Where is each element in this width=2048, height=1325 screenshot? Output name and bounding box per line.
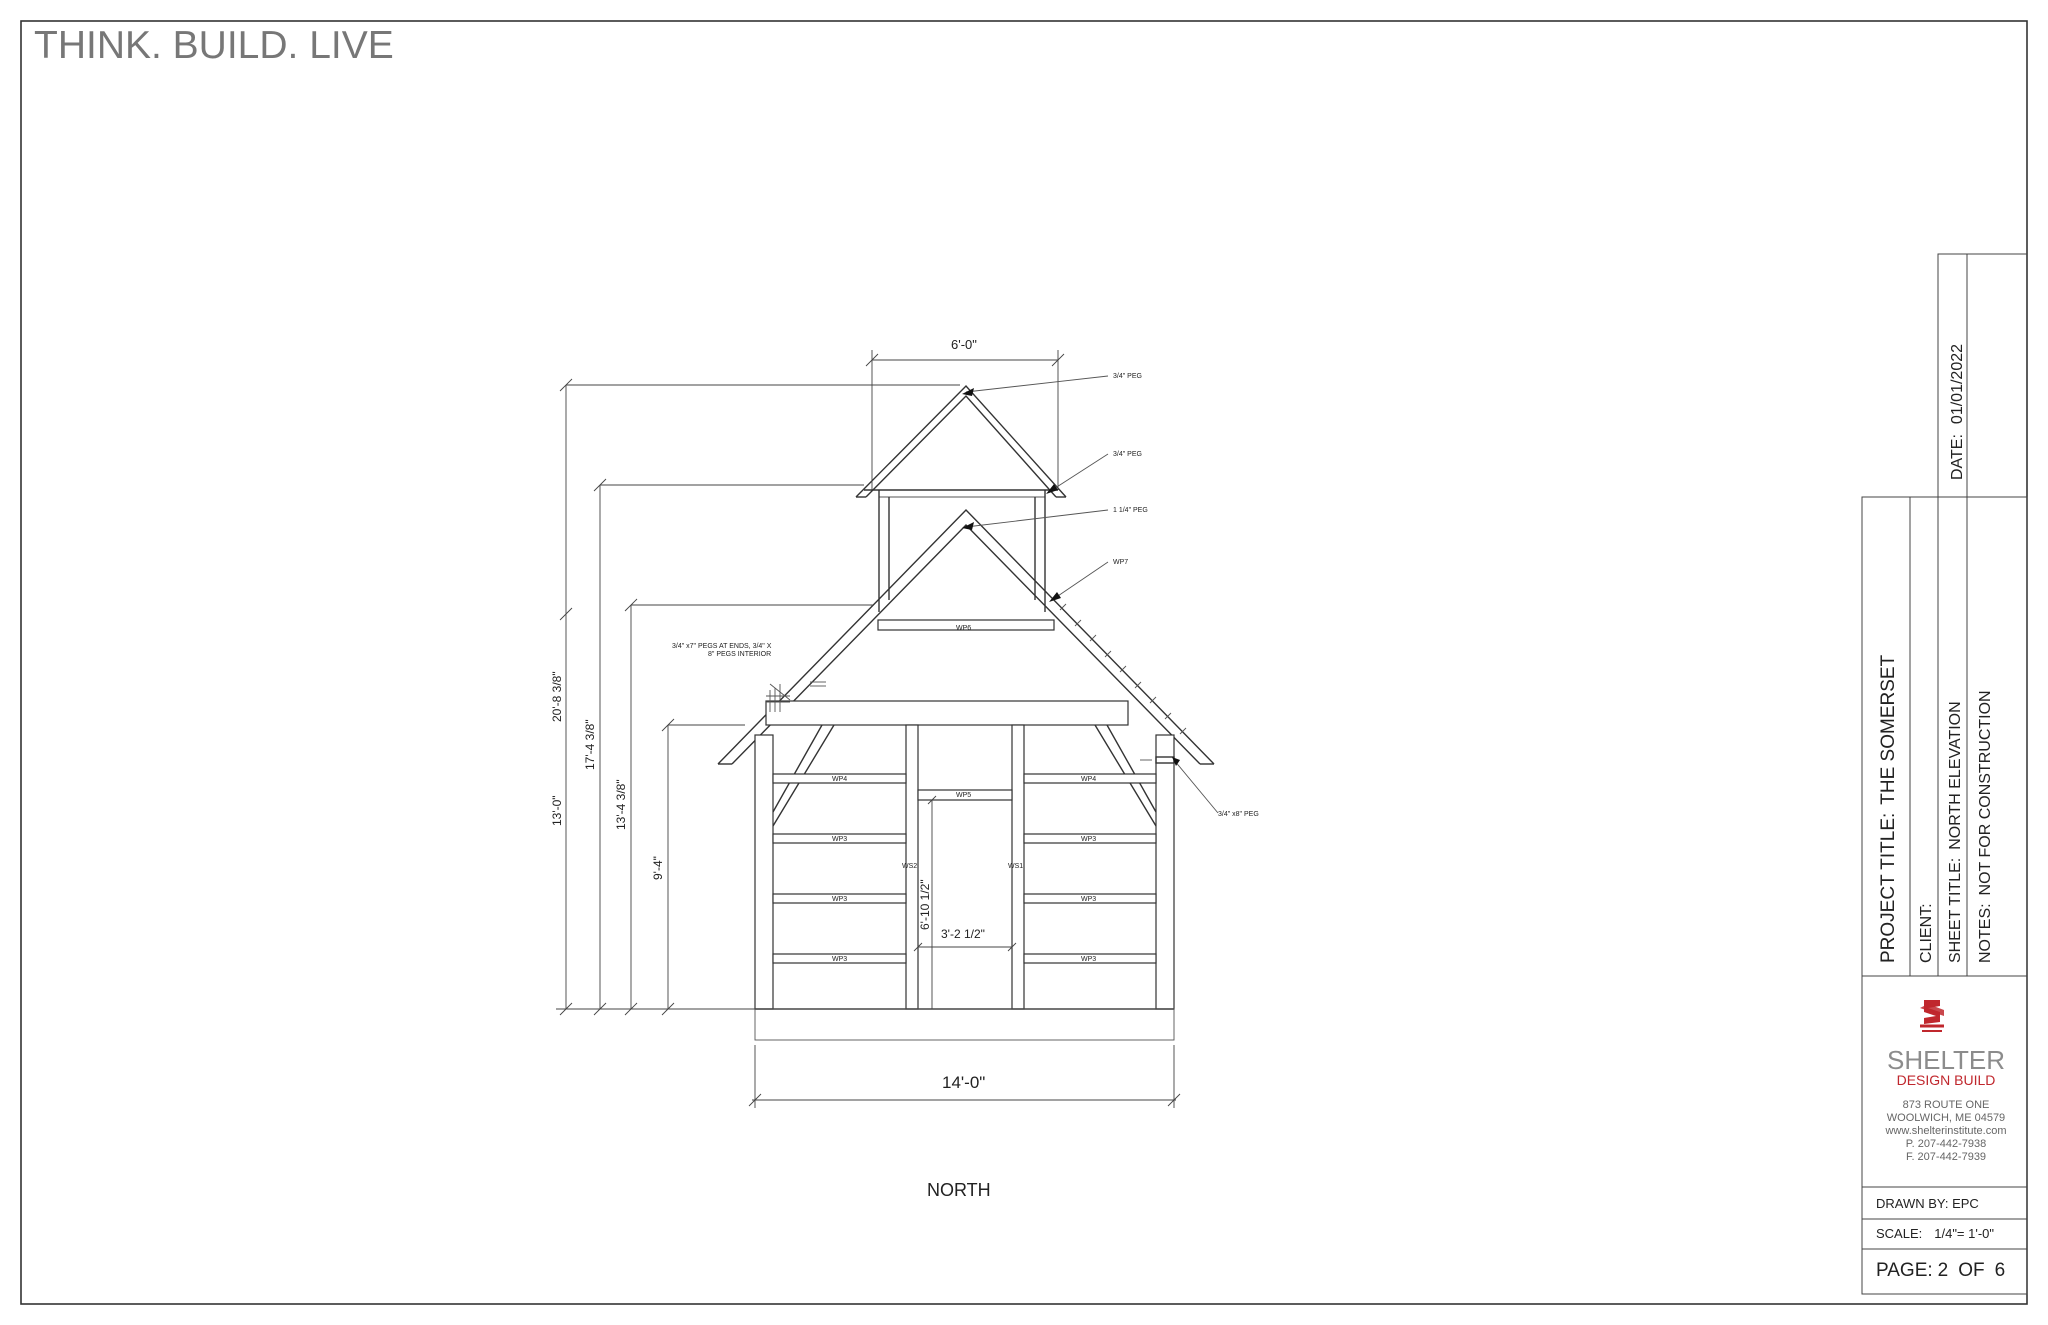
- dim-cupola-width: 6'-0": [951, 337, 977, 352]
- address-line-2: WOOLWICH, ME 04579: [1887, 1112, 2005, 1124]
- address-line-1: 873 ROUTE ONE: [1903, 1099, 1990, 1111]
- dim-height-9: 9'-4": [651, 856, 665, 880]
- sheet-title-field: SHEET TITLE:NORTH ELEVATION: [1947, 701, 1964, 963]
- scale-field: SCALE:1/4"= 1'-0": [1876, 1226, 1994, 1241]
- view-label: NORTH: [927, 1180, 991, 1200]
- phone: P. 207-442-7938: [1906, 1138, 1987, 1150]
- member-wp5: WP5: [956, 792, 971, 799]
- sheet-border: [20, 20, 2028, 1305]
- member-ws2: WS2: [902, 863, 917, 870]
- member-wp3: WP3: [1081, 836, 1096, 843]
- callout-peg-eave: 3/4" x8" PEG: [1218, 811, 1259, 818]
- member-wp3: WP3: [1081, 896, 1096, 903]
- member-wp3: WP3: [832, 836, 847, 843]
- elevation-drawing: [556, 350, 1219, 1108]
- callout-pegs-ends-2: 8" PEGS INTERIOR: [708, 651, 771, 658]
- member-wp3: WP3: [832, 956, 847, 963]
- slogan: THINK. BUILD. LIVE: [34, 24, 394, 67]
- dim-height-13-0: 13'-0": [550, 795, 564, 826]
- client-field: CLIENT:: [1918, 903, 1935, 963]
- drawn-by: DRAWN BY: EPC: [1876, 1196, 1979, 1211]
- notes-field: NOTES:NOT FOR CONSTRUCTION: [1977, 690, 1994, 963]
- callout-pegs-ends-1: 3/4" x7" PEGS AT ENDS, 3/4" X: [672, 643, 772, 650]
- title-block: [1861, 253, 2028, 1295]
- dim-height-20: 20'-8 3/8": [550, 671, 564, 722]
- fax: F. 207-442-7939: [1906, 1151, 1986, 1163]
- dim-door-width: 3'-2 1/2": [941, 927, 985, 941]
- date-field: DATE:01/01/2022: [1949, 344, 1966, 480]
- callout-wp7: WP7: [1113, 559, 1128, 566]
- member-wp4-right: WP4: [1081, 776, 1096, 783]
- callout-peg-cupola: 3/4" PEG: [1113, 451, 1142, 458]
- dim-height-17: 17'-4 3/8": [583, 719, 597, 770]
- project-title-field: PROJECT TITLE:THE SOMERSET: [1878, 654, 1899, 963]
- company-sub: DESIGN BUILD: [1897, 1072, 1996, 1088]
- member-wp6: WP6: [956, 625, 971, 632]
- website: www.shelterinstitute.com: [1884, 1125, 2006, 1137]
- member-ws1: WS1: [1008, 863, 1023, 870]
- dim-door-height: 6'-10 1/2": [918, 879, 932, 930]
- callout-peg-ridge: 1 1/4" PEG: [1113, 507, 1148, 514]
- dim-overall-width: 14'-0": [942, 1073, 985, 1092]
- company-logo-mark: [1920, 1000, 1944, 1032]
- callout-peg-top: 3/4" PEG: [1113, 373, 1142, 380]
- member-wp3: WP3: [832, 896, 847, 903]
- member-wp3: WP3: [1081, 956, 1096, 963]
- member-wp4-left: WP4: [832, 776, 847, 783]
- dim-height-13-4: 13'-4 3/8": [614, 779, 628, 830]
- company-name: SHELTER: [1887, 1045, 2005, 1075]
